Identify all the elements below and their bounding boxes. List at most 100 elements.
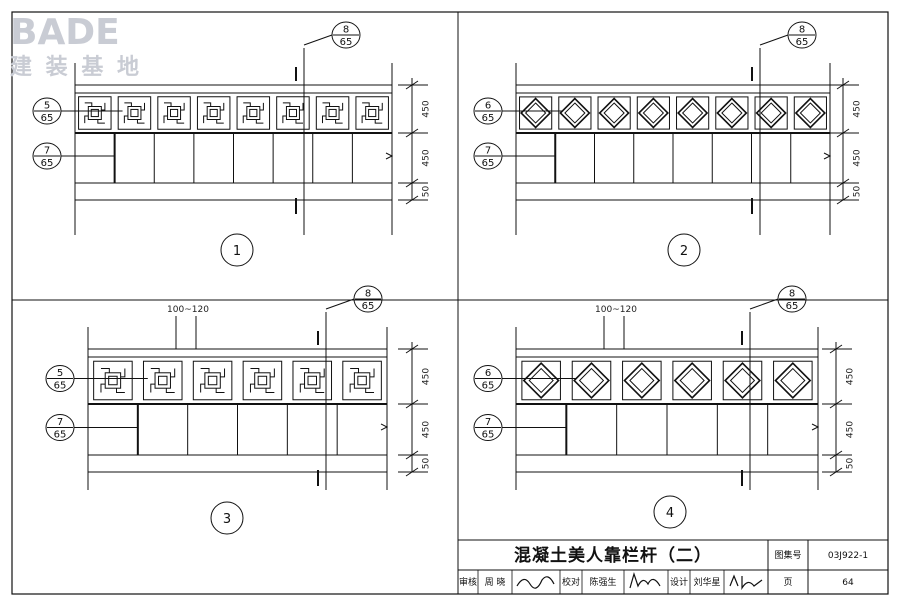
fret-hooks (349, 368, 375, 393)
dimension-label: 50 (846, 458, 856, 470)
fret-core (257, 375, 268, 386)
rail-reference-number: 7 (485, 417, 491, 428)
fret-outer (276, 96, 310, 130)
top-ref-leader (325, 298, 355, 310)
break-mark (385, 152, 394, 160)
diamond-frame (715, 96, 749, 130)
diamond-frame (793, 96, 827, 130)
panel-number-circle (220, 233, 254, 267)
diamond-outer (724, 362, 761, 399)
fret-hooks (321, 102, 344, 124)
rail-reference-number: 7 (57, 417, 63, 428)
diamond-frame (622, 360, 662, 401)
svg-text:建 装 基 地: 建 装 基 地 (10, 55, 142, 80)
diamond-outer (522, 362, 560, 399)
top-detail-reference-number: 8 (365, 289, 371, 300)
diamond-inner (578, 367, 605, 394)
infill-reference-sheet: 65 (41, 113, 54, 124)
spacing-dimension-label: 100~120 (595, 305, 637, 315)
fret-outer (117, 96, 152, 130)
fret-inner (254, 372, 271, 389)
check-name: 陈强生 (589, 576, 616, 588)
top-detail-reference-number: 8 (343, 25, 349, 36)
fret-hooks (242, 102, 264, 124)
diamond-frame (672, 360, 712, 401)
rail-reference-number: 7 (44, 146, 50, 157)
fret-outer (292, 360, 333, 401)
fret-inner (365, 106, 380, 120)
diamond-frame (597, 96, 631, 130)
diamond-inner (760, 102, 782, 124)
fret-core (368, 108, 377, 118)
fret-outer (342, 360, 382, 401)
dimension-label: 450 (422, 421, 432, 438)
fret-hooks (249, 368, 275, 393)
dimension-label: 450 (853, 100, 863, 117)
fret-hooks (123, 102, 146, 124)
top-detail-reference-sheet: 65 (786, 301, 799, 312)
fret-inner (204, 372, 221, 389)
diamond-outer (623, 362, 661, 399)
fret-core (130, 108, 139, 118)
fret-inner (104, 372, 122, 389)
fret-inner (127, 106, 142, 120)
fret-hooks (150, 368, 176, 393)
design-signature (729, 574, 763, 591)
panel-number: 2 (680, 244, 688, 259)
diamond-inner (679, 367, 705, 394)
diamond-inner (564, 102, 586, 124)
fret-outer (315, 96, 350, 130)
svg-text:BADE: BADE (10, 12, 120, 53)
panel-number: 4 (666, 506, 674, 521)
fret-hooks (361, 102, 383, 124)
diamond-inner (642, 102, 665, 124)
atlas-label: 图集号 (774, 549, 801, 561)
rail-reference-number: 7 (485, 146, 491, 157)
diamond-outer (637, 97, 669, 129)
fret-inner (87, 106, 102, 120)
diamond-frame (722, 360, 763, 401)
fret-inner (353, 372, 371, 389)
check-signature (629, 571, 661, 589)
diamond-frame (636, 96, 670, 130)
review-name: 周 晓 (485, 576, 506, 588)
top-detail-reference-circle (331, 21, 361, 49)
fret-outer (78, 96, 112, 130)
diamond-outer (677, 97, 709, 129)
dimension-label: 450 (422, 368, 432, 385)
break-mark (811, 423, 820, 431)
top-detail-reference-sheet: 65 (362, 301, 375, 312)
fret-hooks (282, 102, 304, 124)
diamond-outer (520, 97, 552, 129)
top-ref-leader (303, 34, 333, 46)
page-label: 页 (783, 577, 792, 588)
dimension-label: 450 (853, 149, 863, 166)
panel-number-circle (653, 495, 687, 529)
fret-inner (325, 106, 340, 120)
top-detail-reference-number: 8 (799, 25, 805, 36)
fret-inner (167, 106, 182, 120)
infill-reference-number: 5 (57, 368, 63, 379)
diamond-frame (773, 360, 813, 401)
diamond-outer (774, 362, 812, 399)
panel-number-circle (210, 501, 244, 535)
review-signature (516, 576, 555, 589)
top-detail-reference-circle (777, 285, 807, 313)
check-label: 校对 (562, 576, 580, 588)
dimension-label: 450 (846, 421, 856, 438)
fret-hooks (299, 368, 325, 393)
diamond-outer (673, 362, 711, 399)
diamond-frame (519, 96, 553, 130)
panel-number: 3 (223, 512, 231, 527)
fret-core (158, 375, 168, 386)
fret-outer (157, 96, 191, 130)
break-mark (823, 152, 832, 160)
top-ref-leader (759, 34, 789, 46)
fret-core (288, 108, 298, 118)
diamond-inner (681, 102, 704, 124)
fret-inner (246, 106, 261, 120)
drawing-title: 混凝土美人靠栏杆（二） (514, 545, 712, 566)
panel-number: 1 (233, 244, 241, 259)
diamond-outer (559, 97, 591, 129)
